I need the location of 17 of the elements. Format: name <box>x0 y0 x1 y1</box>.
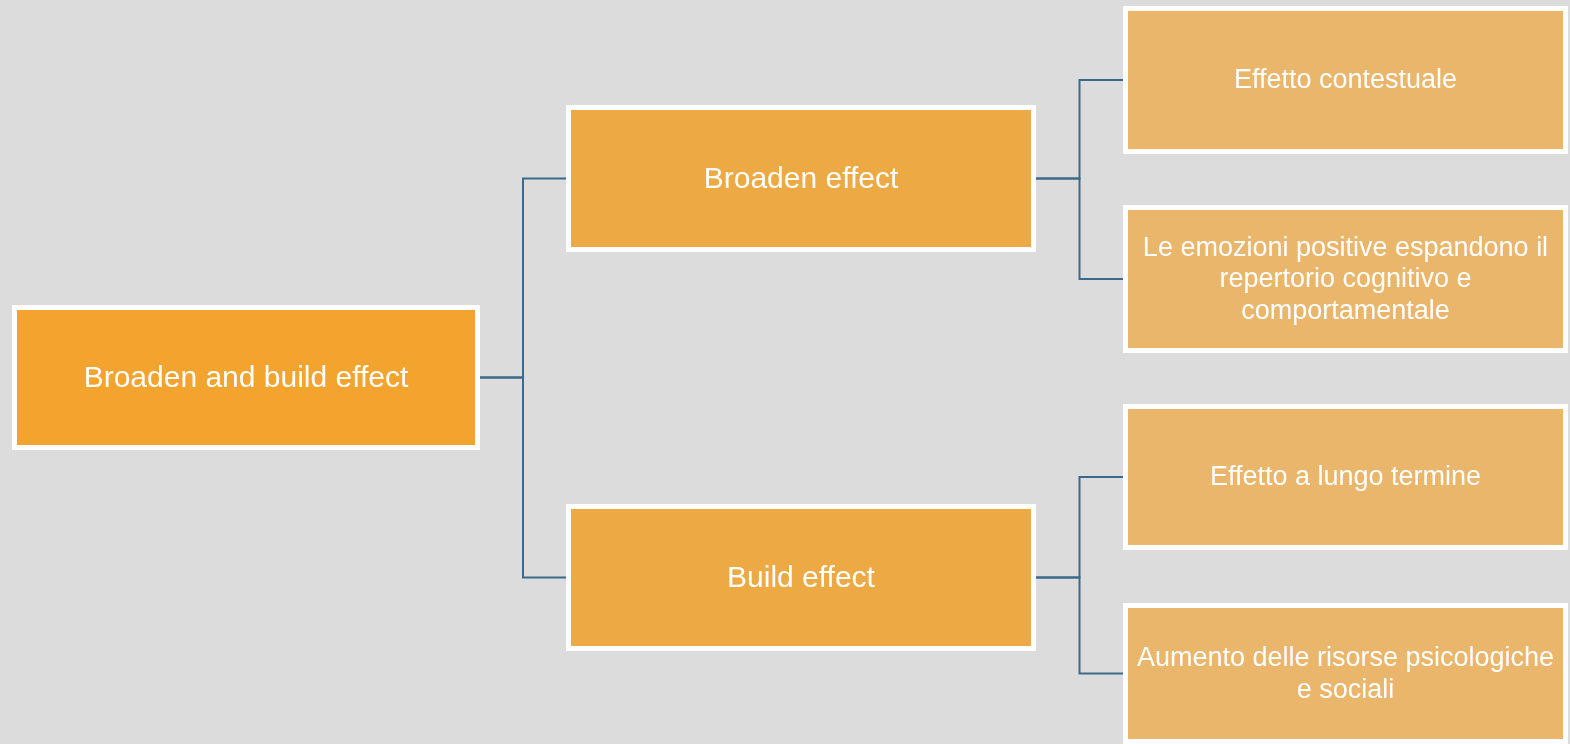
detail-box <box>1123 603 1568 744</box>
category-box <box>566 105 1036 252</box>
box-label: Aumento delle risorse psicologiche e sociali <box>1136 642 1555 705</box>
box-label: Le emozioni positive espandono il repertorio cognitivo e comportamentale <box>1141 232 1550 326</box>
root-box <box>12 305 480 450</box>
detail-box <box>1123 6 1568 154</box>
box-label: Effetto a lungo termine <box>1209 461 1482 493</box>
box-label: Build effect <box>727 560 875 595</box>
category-box <box>566 504 1036 651</box>
box-label: Broaden and build effect <box>83 360 409 395</box>
connector-line <box>1035 177 1124 280</box>
box-label: Effetto contestuale <box>1233 64 1458 96</box>
box-label: Broaden effect <box>703 161 899 196</box>
detail-box <box>1123 404 1568 550</box>
connector-line <box>1035 576 1124 675</box>
connector-line <box>479 376 567 579</box>
detail-box <box>1123 205 1568 353</box>
